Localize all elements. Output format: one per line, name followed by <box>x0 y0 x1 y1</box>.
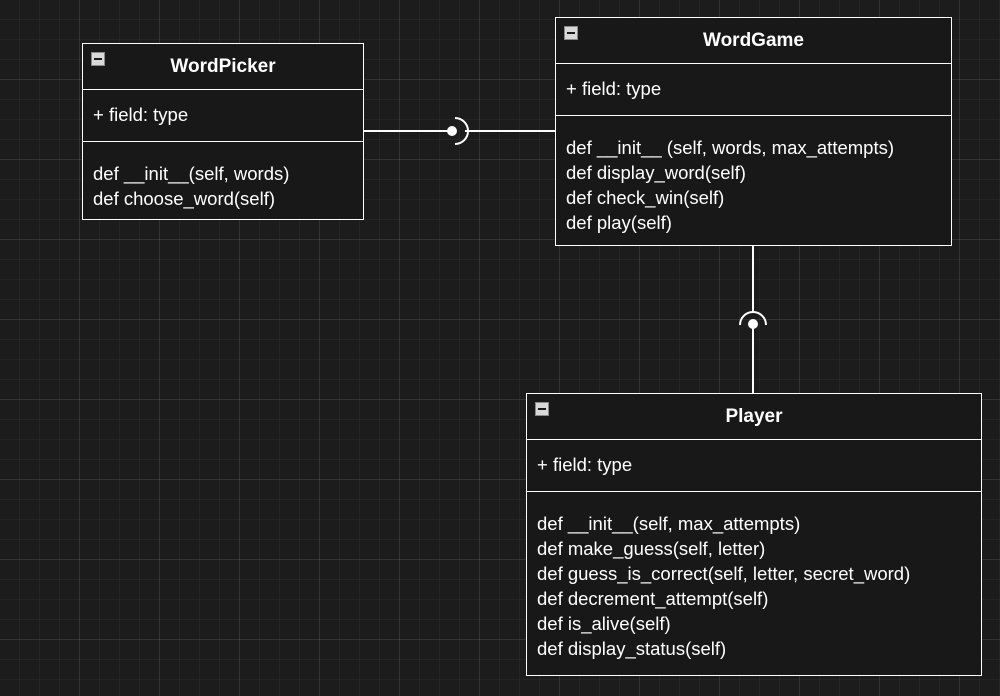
class-name: WordGame <box>702 29 804 51</box>
connector-wordgame-player[interactable] <box>739 246 767 393</box>
class-player[interactable]: Player + field: type def __init__(self, … <box>526 393 982 676</box>
method-item[interactable]: def __init__ (self, words, max_attempts) <box>566 137 895 158</box>
class-methods: def __init__ (self, words, max_attempts)… <box>556 116 951 235</box>
collapse-icon[interactable] <box>91 52 105 66</box>
interface-socket <box>739 311 767 326</box>
interface-ball <box>748 319 758 329</box>
method-item[interactable]: def display_word(self) <box>566 162 746 183</box>
interface-ball <box>447 126 457 136</box>
class-fields: + field: type <box>556 64 951 116</box>
method-item[interactable]: def display_status(self) <box>537 638 727 659</box>
class-header: WordGame <box>556 18 951 64</box>
class-fields: + field: type <box>83 90 363 142</box>
method-item[interactable]: def make_guess(self, letter) <box>537 538 766 559</box>
method-item[interactable]: def guess_is_correct(self, letter, secre… <box>537 563 911 584</box>
field-item[interactable]: + field: type <box>566 78 662 99</box>
method-item[interactable]: def __init__(self, max_attempts) <box>537 513 801 534</box>
method-item[interactable]: def check_win(self) <box>566 187 725 208</box>
method-item[interactable]: def __init__(self, words) <box>93 163 290 184</box>
collapse-icon[interactable] <box>564 26 578 40</box>
class-name: WordPicker <box>170 55 276 77</box>
class-header: Player <box>527 394 981 440</box>
class-fields: + field: type <box>527 440 981 492</box>
interface-socket <box>454 117 469 145</box>
method-item[interactable]: def decrement_attempt(self) <box>537 588 769 609</box>
field-item[interactable]: + field: type <box>93 104 189 125</box>
field-item[interactable]: + field: type <box>537 454 633 475</box>
class-methods: def __init__(self, max_attempts) def mak… <box>527 492 981 661</box>
class-header: WordPicker <box>83 44 363 90</box>
class-name: Player <box>725 405 783 427</box>
class-methods: def __init__(self, words) def choose_wor… <box>83 142 363 211</box>
method-item[interactable]: def play(self) <box>566 212 672 233</box>
method-item[interactable]: def is_alive(self) <box>537 613 671 634</box>
class-wordgame[interactable]: WordGame + field: type def __init__ (sel… <box>555 17 952 246</box>
method-item[interactable]: def choose_word(self) <box>93 188 276 209</box>
connector-wordpicker-wordgame[interactable] <box>364 117 555 145</box>
collapse-icon[interactable] <box>535 402 549 416</box>
class-wordpicker[interactable]: WordPicker + field: type def __init__(se… <box>82 43 364 220</box>
